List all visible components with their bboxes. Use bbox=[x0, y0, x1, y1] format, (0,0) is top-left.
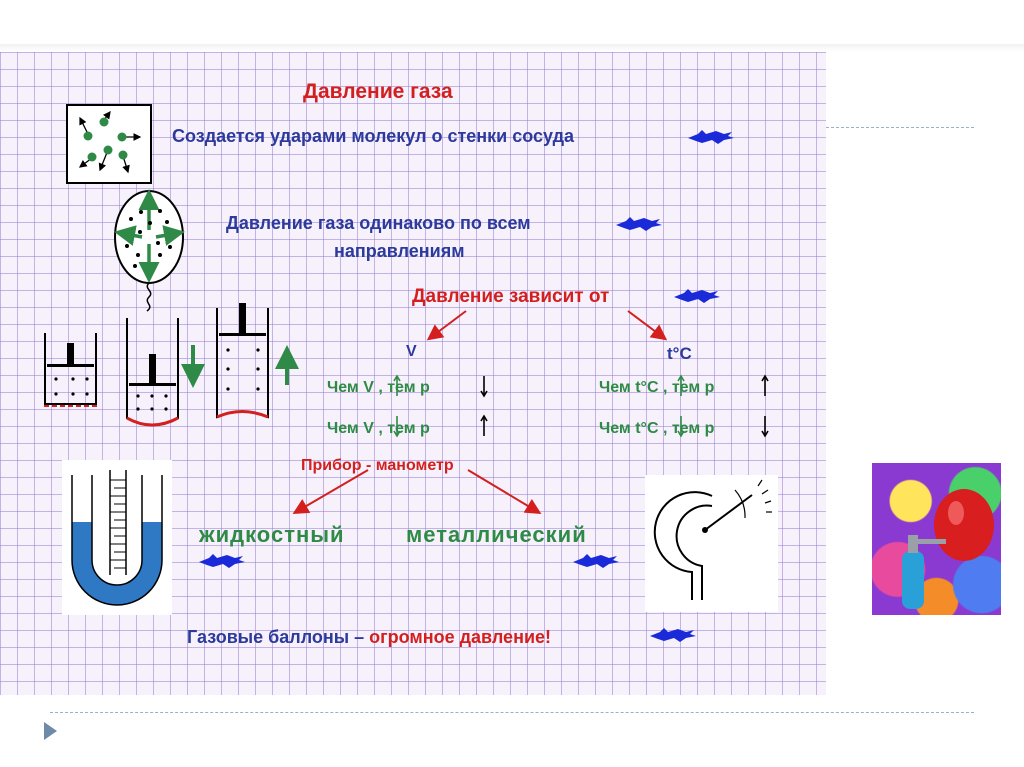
marker-icon bbox=[616, 217, 662, 231]
rule-temperature-decrease: Чем t°C , тем p bbox=[599, 420, 715, 437]
depends-heading: Давление зависит от bbox=[412, 286, 610, 307]
bullet-markers bbox=[199, 130, 734, 642]
metallic-manometer-label: металлический bbox=[406, 522, 587, 547]
balloons-illustration bbox=[902, 489, 994, 609]
marker-icon bbox=[573, 554, 619, 568]
top-shadow-rule bbox=[0, 44, 1024, 52]
slide-title: Давление газа bbox=[303, 80, 453, 103]
marker-icon bbox=[199, 554, 245, 568]
branch-arrows bbox=[292, 310, 668, 515]
cylinders-statement: Газовые баллоны – огромное давление! bbox=[187, 627, 551, 648]
statement-collisions: Создается ударами молекул о стенки сосуд… bbox=[172, 126, 575, 146]
rule-temperature-increase: Чем t°C , тем p bbox=[599, 379, 715, 396]
piston-expanded bbox=[216, 303, 299, 419]
statement-directions: направлениям bbox=[334, 241, 465, 261]
balloon-diagram bbox=[114, 189, 185, 312]
play-arrow-icon[interactable] bbox=[44, 722, 57, 740]
temperature-label: t°C bbox=[667, 344, 692, 363]
piston-normal bbox=[44, 333, 97, 407]
marker-icon bbox=[650, 628, 696, 642]
molecules-box bbox=[66, 104, 152, 184]
statement-equal-pressure: Давление газа одинаково по всем bbox=[226, 213, 531, 233]
trend-arrows bbox=[393, 374, 769, 438]
marker-icon bbox=[688, 130, 734, 144]
device-heading: Прибор - манометр bbox=[301, 457, 454, 474]
liquid-manometer-label: жидкостный bbox=[199, 522, 345, 547]
dashed-divider-bottom bbox=[50, 712, 974, 713]
cylinders-text: Газовые баллоны – bbox=[187, 627, 370, 647]
dashed-divider-right bbox=[826, 127, 974, 128]
piston-compressed bbox=[126, 318, 205, 427]
balloons-photo bbox=[872, 463, 1001, 615]
marker-icon bbox=[674, 289, 720, 303]
liquid-manometer bbox=[62, 460, 172, 615]
rule-volume-decrease: Чем V , тем p bbox=[327, 420, 430, 437]
metallic-manometer bbox=[645, 475, 778, 612]
volume-label: V bbox=[406, 343, 417, 360]
rule-volume-increase: Чем V , тем p bbox=[327, 379, 430, 396]
huge-pressure-text: огромное давление! bbox=[369, 627, 552, 647]
